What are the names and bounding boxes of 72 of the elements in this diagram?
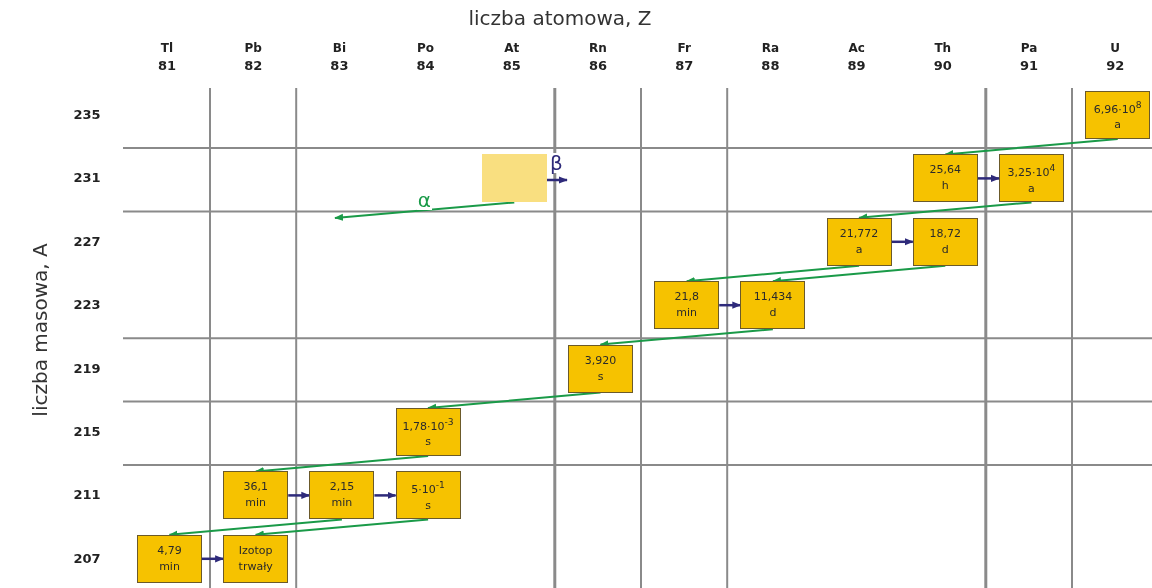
half-life-text: 25,64 h (929, 162, 962, 195)
atomic-number: 89 (846, 58, 867, 73)
mass-number: 215 (72, 424, 102, 439)
half-life-box (223, 534, 289, 583)
half-life-box (395, 471, 461, 520)
element-symbol: Pb (243, 41, 263, 55)
half-life-text: 21,8 min (674, 289, 699, 322)
half-life-box (826, 217, 892, 266)
element-symbol: Fr (676, 41, 692, 55)
half-life-box (223, 471, 289, 520)
half-life-box (395, 408, 461, 456)
half-life-text: 18,72 d (929, 225, 962, 258)
atomic-number: 90 (932, 58, 953, 73)
mass-number: 227 (72, 233, 102, 249)
half-life-text: 11,434 d (753, 289, 793, 322)
atomic-number: 85 (501, 58, 522, 73)
half-life-text: 36,1 min (243, 479, 268, 512)
mass-number: 231 (72, 170, 102, 186)
element-symbol: At (503, 41, 521, 55)
atomic-number: 91 (1018, 58, 1040, 73)
element-symbol: U (1109, 41, 1122, 55)
half-life-box (137, 534, 202, 583)
atomic-number: 84 (415, 58, 436, 73)
half-life-text: Izotop trwały (238, 542, 273, 575)
arrow (202, 555, 225, 563)
element-symbol: Th (933, 41, 953, 55)
half-life-text: 3,25·10$^{4}$ a (1007, 161, 1056, 197)
arrow (546, 176, 568, 184)
half-life-box (912, 217, 978, 266)
arrow (288, 491, 311, 499)
atomic-number: 82 (243, 58, 264, 73)
element-symbol: Rn (588, 41, 608, 55)
axis-title: liczba atomowa, Z (467, 6, 653, 30)
half-life-text: 3,920 s (584, 352, 617, 385)
half-life-box (912, 154, 978, 203)
element-symbol: Ac (847, 41, 866, 55)
atomic-number: 92 (1105, 58, 1126, 73)
mass-number: 207 (72, 550, 102, 566)
element-symbol: Ra (760, 41, 781, 55)
half-life-text: 4,79 min (157, 542, 182, 575)
half-life-text: 21,772 a (839, 225, 879, 258)
element-symbol: Tl (159, 41, 175, 55)
atomic-number: 86 (587, 58, 609, 73)
half-life-box (654, 281, 720, 330)
highlight-box (481, 154, 547, 203)
half-life-text: 1,78·10$^{-3}$ s (402, 414, 454, 451)
mass-number: 223 (72, 297, 102, 313)
half-life-text: 5·10$^{-1}$ s (411, 478, 445, 514)
atomic-number: 87 (674, 58, 695, 73)
edge-label: β (548, 153, 564, 173)
half-life-box (999, 154, 1064, 203)
atomic-number: 81 (156, 58, 178, 73)
atomic-number: 83 (329, 58, 350, 73)
arrow (719, 301, 742, 309)
mass-number: 211 (72, 487, 102, 503)
arrow (334, 201, 516, 221)
half-life-box (1085, 91, 1151, 139)
half-life-text: 2,15 min (329, 479, 355, 512)
element-symbol: Bi (331, 41, 347, 55)
arrow (977, 174, 1000, 182)
half-life-box (740, 281, 806, 330)
mass-number: 235 (72, 107, 102, 122)
element-symbol: Po (416, 41, 436, 55)
half-life-text: 6,96·10$^{8}$ a (1093, 97, 1142, 134)
element-symbol: Pa (1019, 41, 1039, 55)
half-life-box (309, 471, 375, 520)
axis-title: liczba masowa, A (28, 242, 52, 419)
atomic-number: 88 (760, 58, 781, 73)
mass-number: 219 (72, 360, 102, 376)
arrow (374, 491, 397, 499)
half-life-box (568, 344, 633, 393)
arrow (891, 238, 914, 246)
